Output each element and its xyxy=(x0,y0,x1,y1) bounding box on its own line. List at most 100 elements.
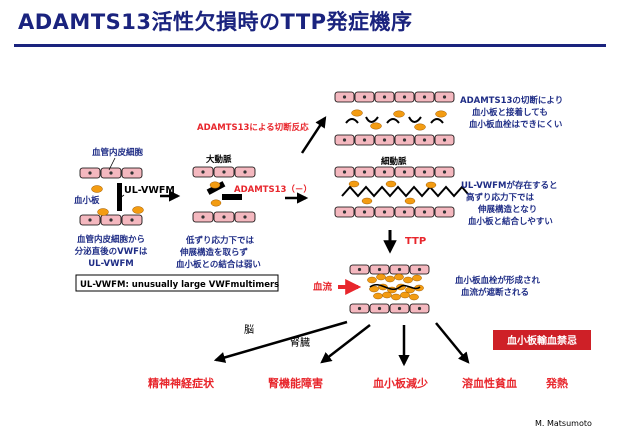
platelet xyxy=(369,285,379,293)
cell-nucleus xyxy=(397,306,402,311)
cell-nucleus xyxy=(422,95,427,99)
cell-nucleus xyxy=(109,218,113,222)
cell-nucleus xyxy=(402,95,407,99)
low-shear-note-3: 血小板との結合は弱い xyxy=(176,259,261,270)
arrow-to-neuro xyxy=(213,320,348,363)
cleavage-arrow xyxy=(300,116,327,154)
platelet xyxy=(351,109,363,117)
cell-nucleus xyxy=(422,138,427,142)
cell-nucleus xyxy=(402,138,407,142)
author-credit: M. Matsumoto xyxy=(535,419,592,428)
cell-nucleus xyxy=(342,95,347,99)
cleaved-note-3: 血小板血栓はできにくい xyxy=(469,119,562,130)
ttp-label: TTP xyxy=(405,236,426,247)
cell-nucleus xyxy=(342,210,347,214)
platelet xyxy=(373,292,383,300)
high-shear-note-4: 血小板と結合しやすい xyxy=(468,216,553,227)
low-shear-note-1: 低ずり応力下では xyxy=(185,235,255,246)
cell-nucleus xyxy=(382,138,387,142)
thrombus-note-2: 血流が遮断される xyxy=(461,287,529,298)
vwf-fragments xyxy=(345,116,444,124)
adamts-deficient-label: ADAMTS13（－） xyxy=(234,184,312,195)
ulvwfm-strand xyxy=(117,183,122,211)
cell-nucleus xyxy=(201,215,205,219)
symptom-thrombocytopenia: 血小板減少 xyxy=(373,376,428,390)
cell-nucleus xyxy=(357,306,362,311)
cleavage-label: ADAMTS13による切断反応 xyxy=(197,122,309,133)
kidney-label: 腎臓 xyxy=(290,337,310,349)
cell-nucleus xyxy=(362,95,367,99)
cell-nucleus xyxy=(382,170,387,174)
arrow-to-renal xyxy=(320,324,371,364)
cell-nucleus xyxy=(442,170,447,174)
cell-nucleus xyxy=(357,267,362,272)
platelet xyxy=(370,122,382,130)
cell-nucleus xyxy=(222,170,226,174)
cell-nucleus xyxy=(88,171,92,175)
artery-label: 大動脈 xyxy=(206,154,232,165)
thrombus-note-1: 血小板血栓が形成され xyxy=(455,275,541,286)
cell-nucleus xyxy=(417,267,422,272)
contraindication-text: 血小板輸血禁忌 xyxy=(507,334,577,347)
endothelium-pointer xyxy=(108,157,116,171)
arteriole-label: 細動脈 xyxy=(381,156,407,167)
cleaved-note-1: ADAMTS13の切断により xyxy=(460,95,563,106)
cell-nucleus xyxy=(130,218,134,222)
symptom-renal-dysfunction: 腎機能障害 xyxy=(268,376,323,390)
definition-text: UL-VWFM: unusually large VWFmultimers xyxy=(80,280,279,290)
cell-nucleus xyxy=(417,306,422,311)
cell-nucleus xyxy=(130,171,134,175)
cell-nucleus xyxy=(362,210,367,214)
high-shear-note-3: 伸展構造となり xyxy=(477,204,537,215)
cell-nucleus xyxy=(442,95,447,99)
endothelium-label: 血管内皮細胞 xyxy=(92,147,144,158)
secretion-note-3: UL-VWFM xyxy=(88,259,133,269)
platelet-label: 血小板 xyxy=(74,195,100,206)
endothelial-cell-rows xyxy=(79,91,455,314)
symptom-hemolytic-anemia: 溶血性貧血 xyxy=(462,376,517,390)
platelet xyxy=(425,181,437,189)
cell-nucleus xyxy=(362,170,367,174)
platelet xyxy=(376,273,386,281)
high-shear-note-1: UL-VWFMが存在すると xyxy=(461,180,557,191)
platelet xyxy=(348,180,360,188)
ulvwfm-label: UL-VWFM xyxy=(124,185,175,196)
symptom-fever: 発熱 xyxy=(545,376,568,390)
vwf-coiled xyxy=(222,194,242,200)
cell-nucleus xyxy=(422,170,427,174)
platelet xyxy=(97,208,109,216)
stage-arteriole: 細動脈 ADAMTS13（－） UL-VWFMが存在すると 高ずり応力下では 伸… xyxy=(234,156,557,227)
brain-label: 脳 xyxy=(244,324,254,336)
low-shear-note-2: 伸展構造を取らず xyxy=(179,247,248,258)
cell-nucleus xyxy=(201,170,205,174)
platelet xyxy=(414,123,426,131)
title-underline xyxy=(14,44,606,47)
platelet xyxy=(393,110,405,118)
platelet xyxy=(210,199,222,207)
cell-nucleus xyxy=(362,138,367,142)
high-shear-note-2: 高ずり応力下では xyxy=(466,192,535,203)
cell-nucleus xyxy=(397,267,402,272)
cell-nucleus xyxy=(402,210,407,214)
vwf-in-thrombus xyxy=(369,284,421,290)
vwf-extended xyxy=(341,185,469,198)
cell-nucleus xyxy=(88,218,92,222)
stage-secretion: 血管内皮細胞 UL-VWFM 血小板 血管内皮細胞から 分泌直後のVWFは UL… xyxy=(74,147,175,269)
cell-nucleus xyxy=(442,138,447,142)
cell-nucleus xyxy=(382,95,387,99)
platelet xyxy=(412,274,422,282)
cell-nucleus xyxy=(342,170,347,174)
platelet xyxy=(394,273,404,281)
platelet xyxy=(404,197,416,205)
cleaved-note-2: 血小板と接着しても xyxy=(472,107,548,118)
platelet xyxy=(382,291,392,299)
slide-title: ADAMTS13活性欠損時のTTP発症機序 xyxy=(18,10,413,34)
cell-nucleus xyxy=(442,210,447,214)
secretion-note-2: 分泌直後のVWFは xyxy=(75,246,148,257)
platelet xyxy=(385,275,395,283)
symptom-neuropsychiatric: 精神神経症状 xyxy=(148,376,215,390)
ulvwfm-pointer xyxy=(119,194,125,199)
platelet xyxy=(403,276,413,284)
